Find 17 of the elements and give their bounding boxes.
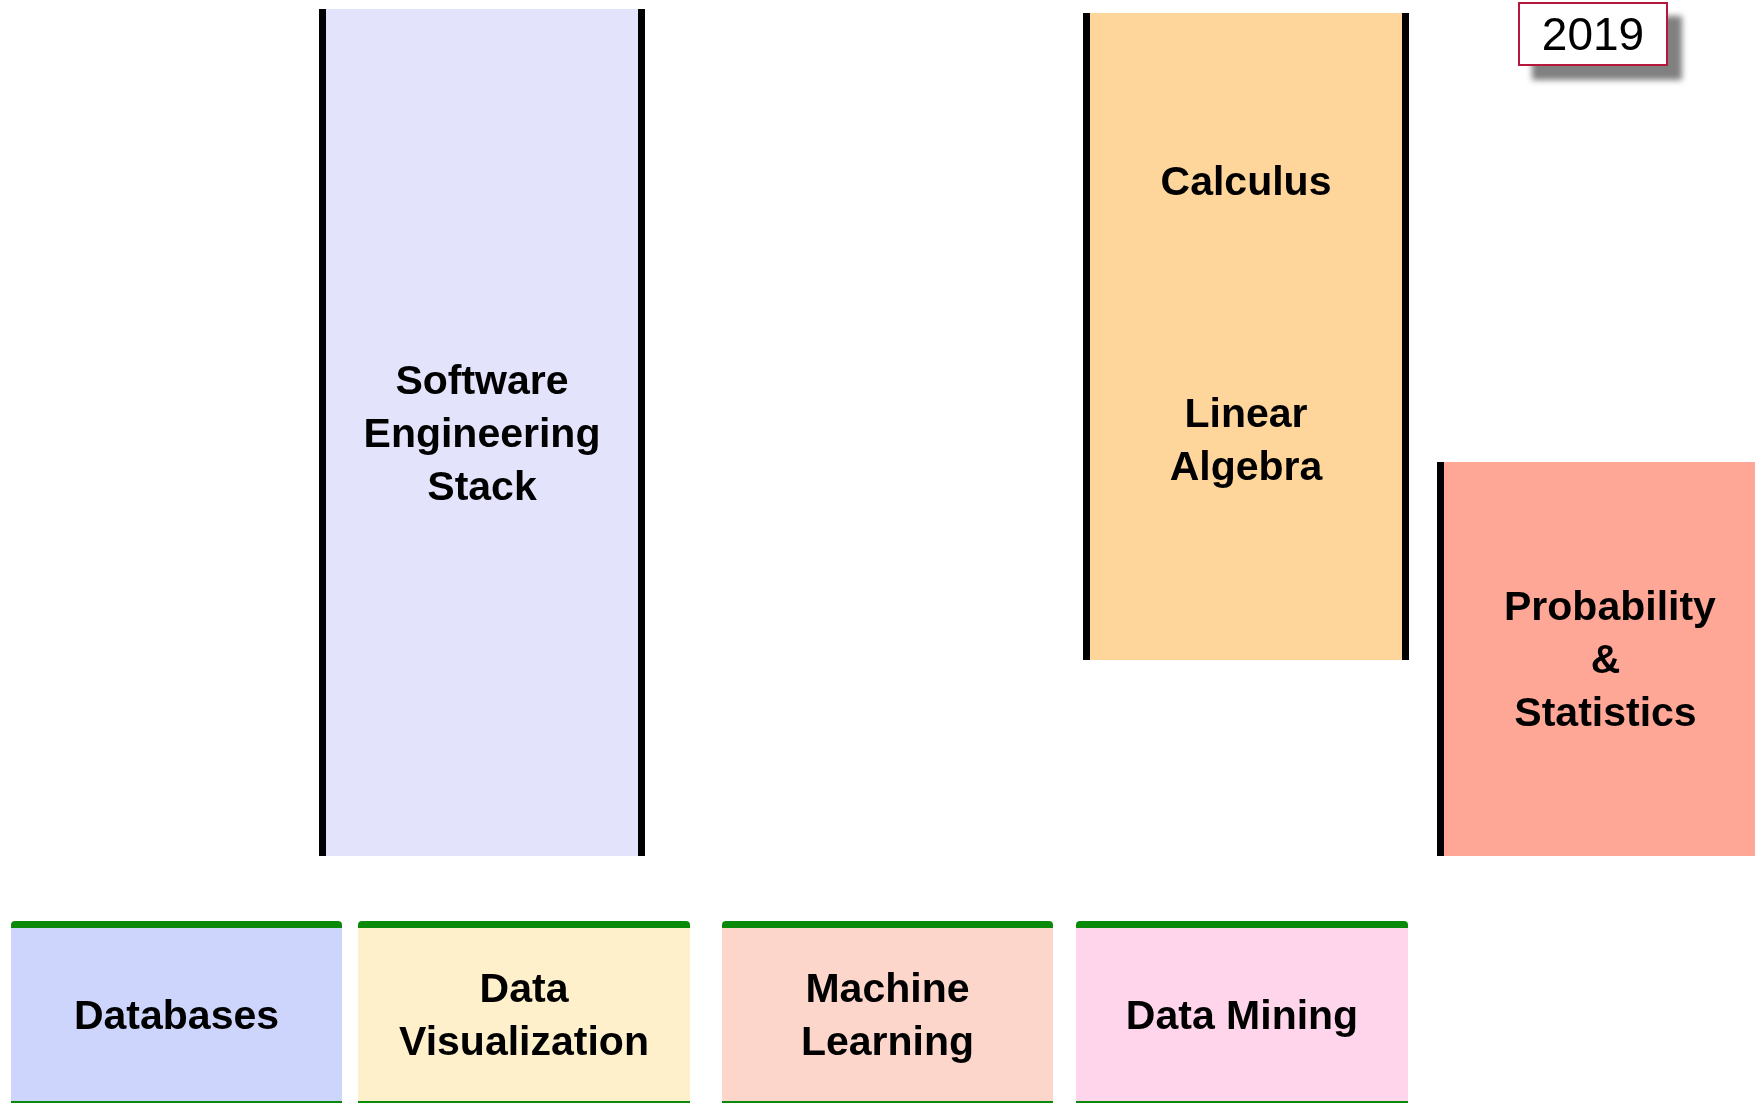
year-label: 2019: [1540, 7, 1646, 61]
block-title: Machine Learning: [799, 963, 976, 1066]
column-block: [1083, 13, 1409, 660]
topic-block: [11, 921, 342, 1103]
block-title: Calculus: [1159, 156, 1333, 206]
year-box: [1518, 2, 1668, 66]
topic-block: [358, 921, 690, 1103]
topic-block: [722, 921, 1053, 1103]
block-title: Data Mining: [1124, 990, 1360, 1039]
block-title: Software Engineering Stack: [362, 355, 602, 510]
topic-block: [1076, 921, 1408, 1103]
block-title: Data Visualization: [398, 963, 650, 1066]
block-title: Probability & Statistics: [1503, 581, 1717, 737]
column-block: [319, 9, 645, 856]
block-title: Databases: [72, 990, 281, 1039]
block-title: Linear Algebra: [1168, 389, 1324, 491]
column-block: [1437, 462, 1755, 856]
